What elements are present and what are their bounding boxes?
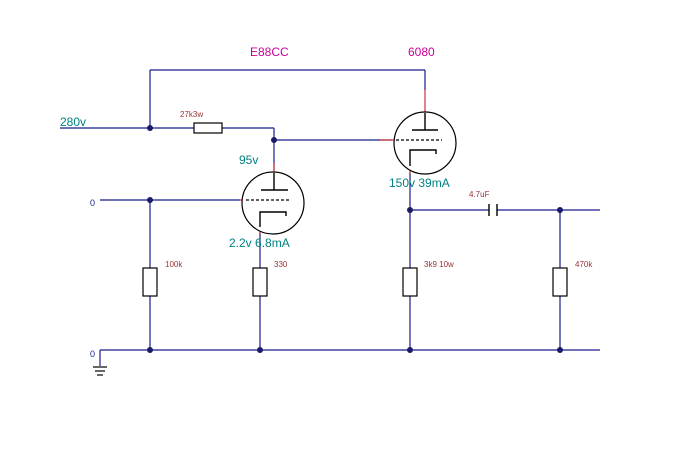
load-resistor-label: 3k9 10w xyxy=(424,260,454,269)
anode-resistor xyxy=(193,122,223,134)
grid-resistor xyxy=(142,267,158,297)
junction-dot xyxy=(147,197,153,203)
input-node-label: 0 xyxy=(90,198,95,208)
6080-cathode xyxy=(409,149,437,166)
junction-dot xyxy=(557,207,563,213)
junction-dot xyxy=(147,125,153,131)
grid-resistor-label: 100k xyxy=(165,260,183,269)
junction-dot xyxy=(557,347,563,353)
e88cc-cathode-bias-label: 2.2v 6.8mA xyxy=(229,236,290,250)
labels: E88CC 6080 280v 95v 150v 39mA 2.2v 6.8mA… xyxy=(60,45,593,359)
junction-dot xyxy=(257,347,263,353)
ground-icon xyxy=(93,366,107,376)
ground-node-label: 0 xyxy=(90,349,95,359)
junction-dots xyxy=(147,125,563,353)
cathode-resistor-label: 330 xyxy=(274,260,288,269)
e88cc-cathode xyxy=(259,211,287,227)
e88cc-envelope xyxy=(241,171,305,235)
e88cc-label: E88CC xyxy=(250,45,289,59)
output-resistor-label: 470k xyxy=(575,260,593,269)
e88cc-tube xyxy=(241,171,305,235)
load-resistor xyxy=(402,267,418,297)
junction-dot xyxy=(271,137,277,143)
cathode-resistor xyxy=(252,267,268,297)
6080-label: 6080 xyxy=(408,45,435,59)
coupling-cap-label: 4.7uF xyxy=(469,190,490,199)
junction-dot xyxy=(407,207,413,213)
supply-voltage-label: 280v xyxy=(60,115,86,129)
e88cc-anode-voltage-label: 95v xyxy=(239,153,258,167)
6080-tube xyxy=(393,111,457,175)
6080-operating-point-label: 150v 39mA xyxy=(389,176,450,190)
output-resistor xyxy=(552,267,568,297)
anode-resistor-label: 27k3w xyxy=(180,110,203,119)
wires xyxy=(60,69,600,366)
resistors xyxy=(142,122,568,297)
junction-dot xyxy=(147,347,153,353)
coupling-capacitor xyxy=(488,204,498,216)
junction-dot xyxy=(407,347,413,353)
